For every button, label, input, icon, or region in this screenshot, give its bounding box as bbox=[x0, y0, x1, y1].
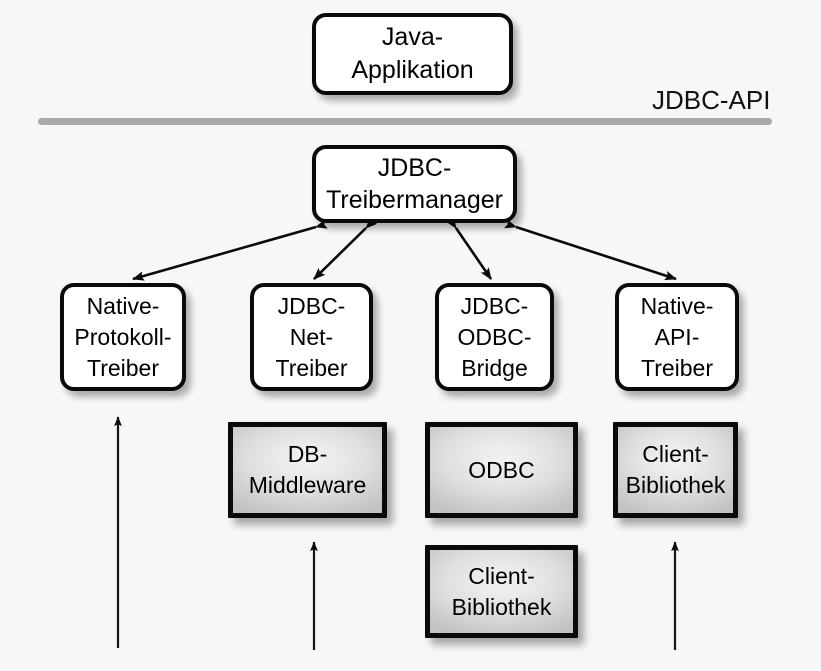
node-jdbc-net-treiber: JDBC- Net- Treiber bbox=[250, 283, 373, 391]
node-jdbc-drivermanager-line1: JDBC- bbox=[377, 154, 452, 182]
node-native-protokoll-treiber-line2: Protokoll- bbox=[74, 323, 172, 350]
node-client-bibliothek-odbc-line1: Client- bbox=[468, 562, 535, 589]
edge-manager-native-protokoll bbox=[132, 219, 328, 281]
node-native-api-treiber-line1: Native- bbox=[640, 292, 714, 319]
node-native-api-treiber-line3: Treiber bbox=[641, 354, 713, 381]
edge-manager-jdbc-net bbox=[313, 216, 378, 280]
node-client-bibliothek-odbc: Client- Bibliothek bbox=[425, 545, 578, 638]
node-native-protokoll-treiber: Native- Protokoll- Treiber bbox=[60, 283, 186, 391]
node-db-middleware-line2: Middleware bbox=[248, 472, 367, 498]
node-jdbc-net-treiber-line3: Treiber bbox=[275, 354, 348, 381]
jdbc-api-separator-line bbox=[38, 118, 772, 125]
jdbc-api-layer-label: JDBC-API bbox=[652, 85, 771, 115]
node-client-bibliothek-api: Client- Bibliothek bbox=[613, 422, 738, 518]
node-jdbc-odbc-bridge-line3: Bridge bbox=[461, 354, 528, 381]
node-native-protokoll-treiber-line1: Native- bbox=[86, 292, 160, 319]
node-jdbc-odbc-bridge-line1: JDBC- bbox=[460, 292, 529, 319]
node-jdbc-net-treiber-line2: Net- bbox=[289, 323, 334, 350]
node-odbc-line1: ODBC bbox=[468, 456, 535, 483]
node-db-middleware-line1: DB- bbox=[287, 441, 328, 467]
node-native-api-treiber: Native- API- Treiber bbox=[615, 283, 739, 391]
node-client-bibliothek-odbc-line2: Bibliothek bbox=[451, 593, 552, 620]
edge-manager-native-api bbox=[504, 219, 677, 281]
node-db-middleware: DB- Middleware bbox=[228, 422, 387, 518]
node-native-protokoll-treiber-line3: Treiber bbox=[87, 354, 159, 381]
node-native-api-treiber-line2: API- bbox=[654, 323, 700, 350]
node-client-bibliothek-api-line2: Bibliothek bbox=[625, 472, 726, 498]
node-jdbc-drivermanager-line2: Treibermanager bbox=[326, 186, 503, 214]
node-java-application-line2: Applikation bbox=[351, 56, 474, 84]
edge-manager-jdbc-odbc bbox=[445, 216, 493, 280]
node-jdbc-net-treiber-line1: JDBC- bbox=[277, 292, 346, 319]
node-jdbc-odbc-bridge: JDBC- ODBC- Bridge bbox=[435, 283, 554, 391]
node-jdbc-drivermanager: JDBC- Treibermanager bbox=[312, 145, 517, 223]
node-java-application: Java- Applikation bbox=[312, 13, 513, 95]
node-java-application-line1: Java- bbox=[381, 23, 444, 51]
node-jdbc-odbc-bridge-line2: ODBC- bbox=[457, 323, 532, 350]
node-odbc: ODBC bbox=[425, 422, 578, 518]
node-client-bibliothek-api-line1: Client- bbox=[642, 441, 709, 467]
